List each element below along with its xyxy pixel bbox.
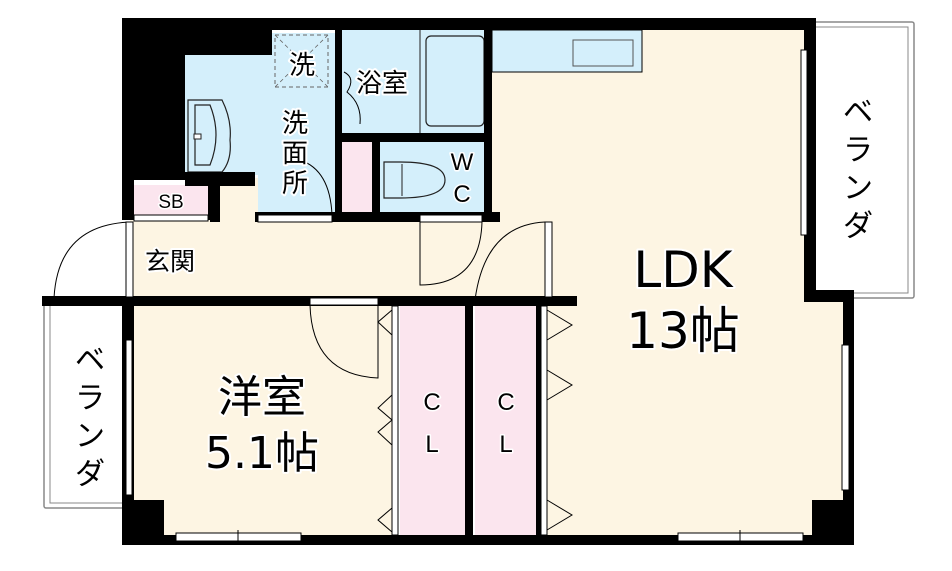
balcony-east-label-2: ラ bbox=[843, 133, 873, 168]
western-room-floor bbox=[130, 300, 395, 535]
balcony-west-label-1: ベ bbox=[75, 343, 105, 378]
shoe-box-label: SB bbox=[158, 192, 183, 213]
closet2-label-2: L bbox=[499, 431, 512, 458]
doors bbox=[53, 71, 553, 379]
closet1-floor bbox=[400, 305, 465, 535]
windows bbox=[125, 49, 850, 544]
wc-label-2: C bbox=[453, 181, 470, 208]
kitchen-sink bbox=[572, 39, 634, 67]
ldk-floor bbox=[490, 28, 845, 535]
floor-fills bbox=[130, 28, 845, 535]
balcony-east-label-3: ン bbox=[843, 171, 873, 206]
washroom-label-3: 所 bbox=[282, 169, 308, 199]
laundry-area bbox=[272, 33, 335, 93]
wc-label-1: W bbox=[451, 149, 474, 176]
entrance-label: 玄関 bbox=[145, 247, 195, 276]
closet-doors bbox=[377, 305, 573, 536]
shoe-box-floor bbox=[134, 185, 209, 215]
toilet bbox=[383, 161, 446, 199]
western-room-label: 洋室 bbox=[218, 372, 306, 423]
bath-label: 浴室 bbox=[356, 69, 408, 99]
pipe-space bbox=[340, 142, 372, 215]
laundry-pan bbox=[274, 34, 329, 88]
washroom-label-1: 洗 bbox=[282, 109, 308, 139]
closet2-label-1: C bbox=[497, 389, 514, 416]
window-western-west bbox=[125, 339, 133, 496]
balcony-east-label-1: ベ bbox=[843, 95, 873, 130]
window-ldk-east-upper bbox=[800, 49, 808, 236]
ldk-size-label: 13帖 bbox=[626, 302, 740, 360]
balcony-west-label-3: ン bbox=[75, 419, 105, 454]
window-ldk-east-lower bbox=[841, 344, 850, 491]
bathtub bbox=[425, 35, 485, 127]
balcony-west-label-4: ダ bbox=[75, 457, 105, 492]
balcony-east-label-4: ダ bbox=[843, 209, 873, 244]
entrance-floor bbox=[130, 215, 210, 300]
laundry-label: 洗 bbox=[289, 51, 315, 81]
room-labels: LDK 13帖 洋室 5.1帖 浴室 洗 洗 面 所 W C 玄関 SB C L… bbox=[73, 49, 875, 494]
closet1-label-2: L bbox=[425, 431, 438, 458]
washbasin bbox=[187, 99, 231, 173]
closet1-label-1: C bbox=[423, 389, 440, 416]
ldk-label: LDK bbox=[633, 241, 733, 299]
closet2-floor bbox=[475, 305, 540, 535]
western-room-size-label: 5.1帖 bbox=[205, 428, 319, 479]
washroom-label-2: 面 bbox=[282, 139, 308, 169]
balcony-west-label-2: ラ bbox=[75, 381, 105, 416]
